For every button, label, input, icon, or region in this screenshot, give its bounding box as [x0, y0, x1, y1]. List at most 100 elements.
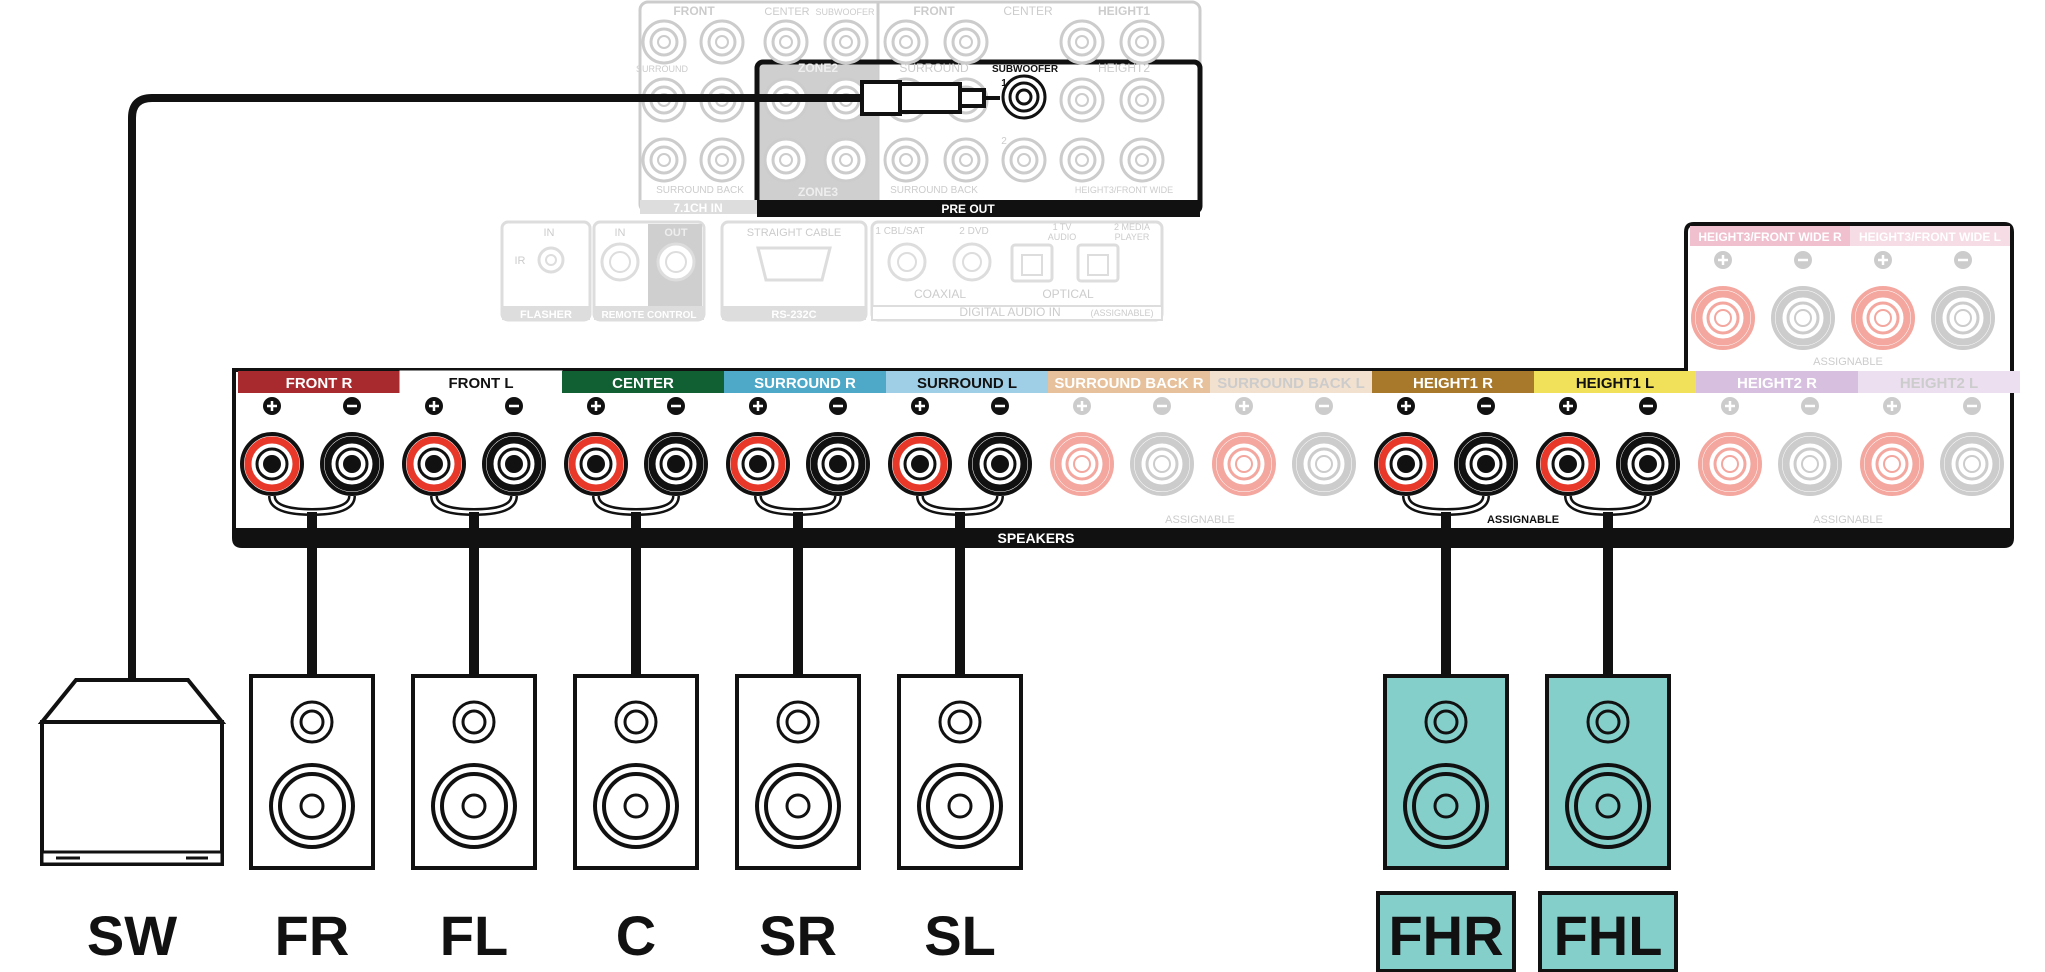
rca-jack: [641, 137, 687, 183]
rca-jack: [1119, 137, 1165, 183]
pre-out-height3-label: HEIGHT3/FRONT WIDE: [1075, 185, 1173, 195]
coaxial-1-label: 1 CBL/SAT: [875, 226, 924, 237]
channel-header-surround-back_r: SURROUND BACK R: [1048, 371, 1210, 393]
pre-out-surround-back-label: SURROUND BACK: [890, 185, 978, 196]
terminal-minus: [1292, 397, 1356, 496]
digital-audio-label: DIGITAL AUDIO IN: [959, 305, 1060, 319]
pre-out-footer: PRE OUT: [941, 202, 995, 216]
svg-text:SURROUND L: SURROUND L: [917, 375, 1017, 392]
terminal-plus: [1851, 251, 1915, 350]
pre-out-height2-label: HEIGHT2: [1098, 61, 1150, 75]
remote-control-label: REMOTE CONTROL: [602, 310, 697, 321]
pre-inout-panel: PRE OUT 7.1CH IN FRONT CENTER SUBWOOFER …: [636, 0, 1203, 217]
svg-text:HEIGHT3/FRONT WIDE L: HEIGHT3/FRONT WIDE L: [1859, 230, 2001, 244]
terminal-minus: [1931, 251, 1995, 350]
rs232c-port: [756, 246, 832, 282]
svg-text:SL: SL: [924, 904, 996, 967]
rca-jack: [883, 19, 929, 65]
terminal-plus: [726, 397, 790, 496]
rca-jack: [943, 19, 989, 65]
terminal-minus: [1130, 397, 1194, 496]
channel-header-height1-r: HEIGHT1 R: [1372, 371, 1534, 393]
pre-in-front-label: FRONT: [673, 4, 715, 18]
rca-jack: [1059, 19, 1105, 65]
flasher-ir-label: IR: [515, 255, 526, 267]
svg-text:HEIGHT2 R: HEIGHT2 R: [1737, 375, 1817, 392]
channel-header-surround-r: SURROUND R: [724, 371, 886, 393]
subwoofer-2-label: 2: [1001, 136, 1007, 147]
channel-header-center: CENTER: [562, 371, 724, 393]
speaker-cable: [592, 495, 680, 676]
speaker-cabinet-sl: [897, 674, 1023, 870]
svg-text:CENTER: CENTER: [612, 375, 674, 392]
speaker-label-sr: SR: [759, 904, 837, 967]
subwoofer-speaker: [37, 678, 227, 866]
speaker-label-sw: SW: [87, 904, 177, 967]
svg-text:FR: FR: [275, 904, 350, 967]
channel-header-front-r: FRONT R: [238, 371, 400, 393]
svg-text:HEIGHT1 R: HEIGHT1 R: [1413, 375, 1493, 392]
svg-text:FRONT R: FRONT R: [286, 375, 353, 392]
channel-header-surround-l: SURROUND L: [886, 371, 1048, 393]
assignable-label-height1: ASSIGNABLE: [1487, 514, 1559, 526]
terminal-plus: [240, 397, 304, 496]
svg-text:C: C: [616, 904, 656, 967]
terminal-minus: [482, 397, 546, 496]
terminal-minus: [320, 397, 384, 496]
svg-text:FRONT L: FRONT L: [449, 375, 514, 392]
optical-1-label-a: 1 TV: [1053, 222, 1072, 232]
speaker-cable: [916, 495, 1004, 676]
rca-jack: [883, 137, 929, 183]
assignable-label-height2: ASSIGNABLE: [1813, 514, 1883, 526]
control-panel: FLASHER IN IR REMOTE CONTROL IN OUT RS-2…: [500, 220, 1164, 322]
speaker-cable: [1402, 495, 1490, 676]
terminal-plus: [1698, 397, 1762, 496]
rca-jack: [823, 137, 869, 183]
speaker-cable: [1564, 495, 1652, 676]
channel-header-height3-l: HEIGHT3/FRONT WIDE L: [1850, 226, 2010, 246]
svg-text:SR: SR: [759, 904, 837, 967]
digital-audio-assignable: (ASSIGNABLE): [1090, 308, 1153, 318]
speaker-terminal-panel: SPEAKERS ASSIGNABLE ASSIGNABLE ASSIGNABL…: [232, 222, 2020, 548]
channel-header-height2-r: HEIGHT2 R: [1696, 371, 1858, 393]
assignable-label-height3: ASSIGNABLE: [1813, 356, 1883, 368]
remote-out-label: OUT: [664, 227, 688, 239]
optical-2-label-b: PLAYER: [1115, 232, 1150, 242]
subwoofer-1-label: 1: [1001, 78, 1007, 89]
speaker-cabinet-fhr: [1383, 674, 1509, 870]
remote-in-label: IN: [615, 227, 626, 239]
pre-out-height1-label: HEIGHT1: [1098, 4, 1150, 18]
pre-in-subwoofer-label: SUBWOOFER: [815, 7, 875, 17]
speaker-cable: [268, 495, 356, 676]
pre-in-footer: 7.1CH IN: [673, 201, 722, 215]
pre-out-footer-bar: [757, 200, 1200, 217]
rca-jack: [699, 19, 745, 65]
pre-out-subwoofer-label: SUBWOOFER: [992, 64, 1059, 75]
rca-jack: [763, 137, 809, 183]
rs232c-top-label: STRAIGHT CABLE: [747, 227, 842, 239]
speaker-cabinet-fhl: [1545, 674, 1671, 870]
rca-jack: [763, 19, 809, 65]
flasher-label: FLASHER: [520, 309, 572, 321]
terminal-minus: [644, 397, 708, 496]
speaker-label-sl: SL: [924, 904, 996, 967]
speaker-cabinet-sr: [735, 674, 861, 870]
subwoofer-out-jack: [1001, 74, 1047, 120]
speaker-cabinet-fr: [249, 674, 375, 870]
channel-header-surround-back_l: SURROUND BACK L: [1210, 371, 1372, 393]
subwoofer-cable: [128, 80, 1000, 680]
svg-text:HEIGHT3/FRONT WIDE R: HEIGHT3/FRONT WIDE R: [1698, 230, 1842, 244]
terminal-minus: [1771, 251, 1835, 350]
speaker-label-fhr: FHR: [1376, 891, 1516, 972]
speaker-label-fl: FL: [440, 904, 508, 967]
terminal-minus: [1454, 397, 1518, 496]
coaxial-2-label: 2 DVD: [959, 226, 988, 237]
pre-in-surround-back-label: SURROUND BACK: [656, 185, 744, 196]
svg-text:SURROUND BACK R: SURROUND BACK R: [1054, 375, 1203, 392]
terminal-plus: [1691, 251, 1755, 350]
pre-out-front-label: FRONT: [913, 4, 955, 18]
terminal-plus: [564, 397, 628, 496]
terminal-plus: [888, 397, 952, 496]
terminal-plus: [402, 397, 466, 496]
